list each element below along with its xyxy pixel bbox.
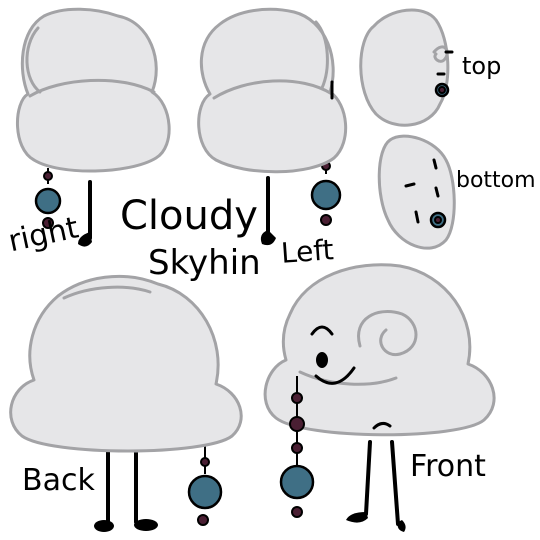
cloud-top-view [359,8,454,127]
view-label-top: top [462,52,502,80]
cloud-right-view [16,7,171,247]
cloud-left-view [197,7,348,246]
view-label-front: Front [410,449,486,484]
cloud-bottom-view [377,134,456,250]
cloud-front-view [263,263,496,532]
cloud-back-view [9,274,243,532]
character-name-line2: Skyhin [148,243,261,283]
view-label-back: Back [22,463,95,498]
character-name-line1: Cloudy [120,193,258,239]
view-label-bottom: bottom [456,168,536,193]
view-label-left: Left [279,233,335,270]
